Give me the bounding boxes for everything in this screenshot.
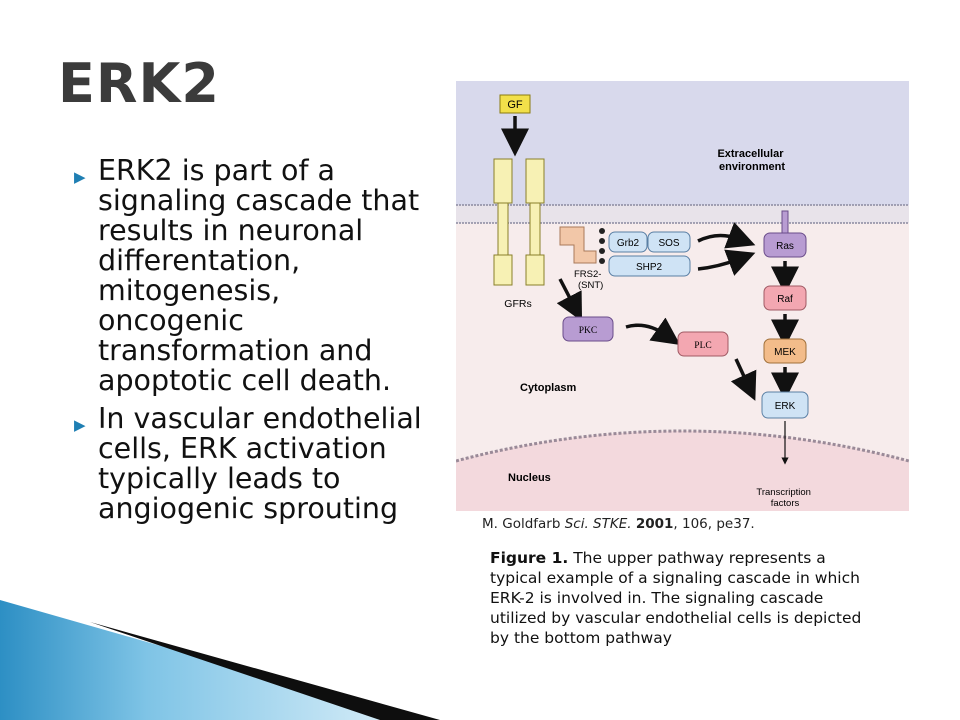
frs2-label: FRS2- (SNT) <box>574 269 604 291</box>
erk-box <box>761 391 809 419</box>
pkc-box <box>562 316 614 342</box>
figure-credit: M. Goldfarb Sci. STKE. 2001, 106, pe37. <box>482 516 755 532</box>
grb2-box <box>608 231 648 253</box>
ras-anchor <box>781 210 789 236</box>
triangle-right-icon: ▶ <box>74 168 86 186</box>
shp2-box <box>608 255 691 277</box>
gf-label: GF <box>507 99 523 111</box>
ras-label: Ras <box>776 241 794 252</box>
triangle-right-icon: ▶ <box>74 416 86 434</box>
bullet-text: ERK2 is part of a signaling cascade that… <box>98 154 420 397</box>
transcription-factors-label: Transcription factors <box>756 487 813 509</box>
credit-author: M. Goldfarb <box>482 516 561 532</box>
gf-box <box>499 94 531 114</box>
credit-journal: Sci. STKE. <box>564 516 632 532</box>
caption-text: The upper pathway represents a typical e… <box>490 549 862 647</box>
erk-label: ERK <box>775 401 796 412</box>
pathway-figure: GF Extracellular environment GFRs FRS2- … <box>456 81 909 511</box>
ras-box <box>763 232 807 258</box>
bullet-item: ▶ ERK2 is part of a signaling cascade th… <box>72 156 432 396</box>
sos-box <box>647 231 691 253</box>
cytoplasm-label: Cytoplasm <box>520 382 576 394</box>
phospho-dots <box>599 228 605 264</box>
gfr-to-pkc-arrow <box>556 278 583 322</box>
decorative-wedge <box>0 600 440 720</box>
cell-membrane <box>456 205 909 223</box>
credit-year: 2001 <box>635 516 674 532</box>
grb2-label: Grb2 <box>617 238 640 249</box>
raf-box <box>763 285 807 311</box>
sos-label: SOS <box>658 238 679 249</box>
figure-caption: Figure 1. The upper pathway represents a… <box>490 548 880 648</box>
credit-rest: , 106, pe37. <box>673 516 755 532</box>
gfr-receptor <box>493 158 545 286</box>
sos-to-ras-arrow <box>697 222 756 249</box>
frs2-adaptor <box>559 226 597 264</box>
nucleus-region <box>456 431 909 511</box>
mek-label: MEK <box>774 347 796 358</box>
plc-label: PLC <box>694 341 711 351</box>
slide-title: ERK2 <box>58 52 220 115</box>
bullet-item: ▶ In vascular endothelial cells, ERK act… <box>72 404 432 524</box>
plc-to-erk-arrow <box>730 358 757 401</box>
pkc-to-plc-arrow <box>625 317 681 346</box>
plc-box <box>677 331 729 357</box>
pkc-label: PKC <box>579 326 597 336</box>
shp2-label: SHP2 <box>636 262 663 273</box>
gfrs-label: GFRs <box>504 298 531 310</box>
caption-label: Figure 1. <box>490 549 569 567</box>
extracellular-label: Extracellular environment <box>717 148 786 173</box>
raf-label: Raf <box>777 294 793 305</box>
nucleus-label: Nucleus <box>508 472 551 484</box>
bullet-list: ▶ ERK2 is part of a signaling cascade th… <box>72 156 432 532</box>
bullet-text: In vascular endothelial cells, ERK activ… <box>98 402 422 525</box>
mek-box <box>763 338 807 364</box>
shp2-to-ras-arrow <box>697 249 756 276</box>
